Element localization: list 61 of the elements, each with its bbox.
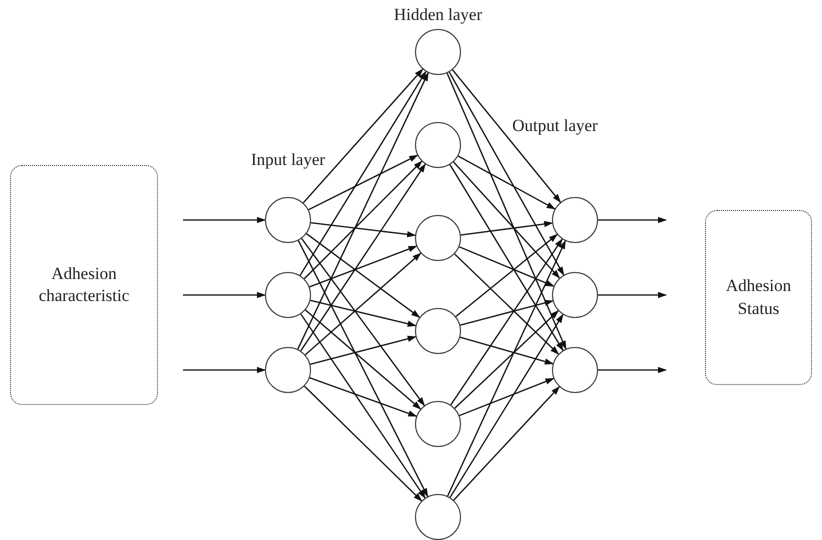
dotted-box — [705, 210, 812, 385]
neuron-circle — [415, 215, 461, 261]
neuron-circle — [265, 347, 311, 393]
arrow — [598, 216, 667, 224]
neuron-circle — [265, 197, 311, 243]
arrow — [183, 366, 266, 374]
arrow — [300, 70, 426, 276]
arrow — [302, 68, 424, 204]
arrow — [304, 252, 422, 356]
arrow — [298, 240, 428, 498]
arrow — [454, 254, 560, 355]
arrow — [458, 155, 556, 210]
arrow — [305, 310, 422, 410]
arrow — [453, 386, 560, 501]
arrow — [452, 69, 562, 203]
arrow — [183, 292, 266, 298]
arrow — [449, 164, 564, 352]
arrow — [308, 154, 418, 210]
neuron-circle — [552, 347, 598, 393]
dotted-box — [10, 165, 158, 405]
arrow — [460, 300, 554, 326]
arrow — [309, 246, 418, 288]
neuron-circle — [552, 197, 598, 243]
arrow — [310, 222, 416, 238]
arrow — [450, 238, 563, 406]
arrow — [304, 386, 422, 502]
arrow — [447, 240, 566, 496]
arrow — [300, 163, 426, 352]
arrow — [458, 246, 555, 287]
neuron-circle — [415, 29, 461, 75]
arrow — [598, 366, 667, 374]
neuron-circle — [415, 308, 461, 354]
arrow — [460, 220, 554, 236]
arrow — [310, 300, 416, 327]
arrow — [598, 292, 667, 298]
arrow — [460, 336, 554, 365]
layer-label: Hidden layer — [394, 5, 482, 25]
box-text: Adhesion Status — [724, 275, 792, 320]
arrow — [446, 72, 566, 350]
arrow — [454, 310, 559, 409]
arrow — [183, 216, 266, 224]
arrow — [459, 378, 554, 416]
arrow — [309, 377, 418, 417]
arrow — [310, 336, 417, 365]
arrow — [453, 162, 560, 279]
arrow — [448, 72, 564, 276]
box-text: Adhesion characteristic — [38, 262, 130, 307]
arrow — [301, 238, 425, 406]
layer-label: Input layer — [250, 150, 326, 170]
arrow — [304, 160, 422, 280]
arrow — [300, 314, 426, 499]
arrow — [297, 72, 429, 350]
neuron-circle — [415, 122, 461, 168]
arrow — [455, 234, 558, 318]
layer-label: Output layer — [512, 116, 598, 136]
neuron-circle — [552, 272, 598, 318]
neuron-circle — [415, 494, 461, 540]
neuron-circle — [265, 272, 311, 318]
arrow — [306, 233, 420, 318]
neuron-circle — [415, 401, 461, 447]
arrow — [450, 314, 564, 498]
